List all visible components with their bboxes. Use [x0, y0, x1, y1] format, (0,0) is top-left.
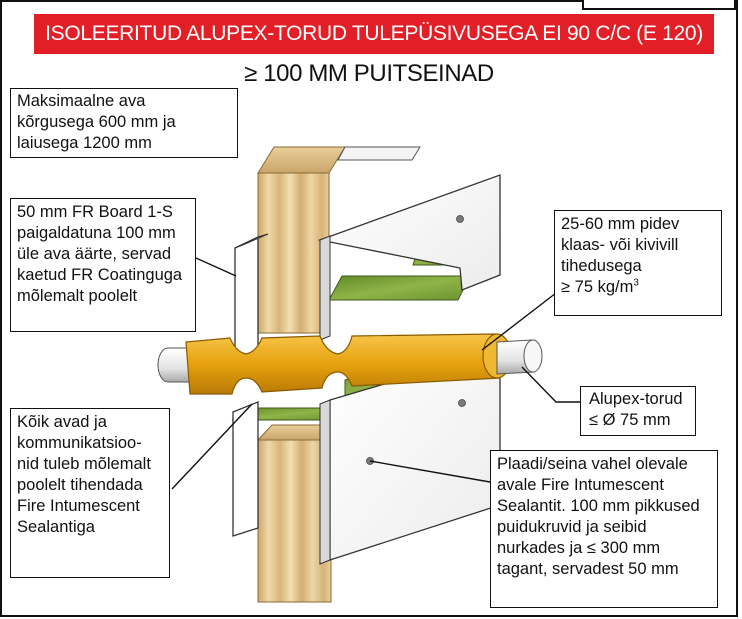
density-exponent: 3 — [633, 277, 639, 289]
callout-line: Sealantiga — [17, 518, 95, 536]
callout-line: tihedusega — [561, 257, 642, 275]
callout-pipes: Alupex-torud ≤ Ø 75 mm — [580, 386, 696, 436]
upper-back-board-top — [337, 146, 421, 161]
callout-line: poolelt tihendada — [17, 476, 143, 494]
upper-wood-top — [257, 146, 346, 174]
density-value: ≥ 75 kg/m — [561, 278, 634, 296]
screw-lower-right — [458, 399, 466, 407]
callout-line: kaetud FR Coatinguga — [17, 266, 183, 284]
callout-line: mõlemalt poolelt — [17, 287, 138, 305]
callout-line: laiusega 1200 mm — [17, 134, 152, 152]
callout-line: nurkades ja ≤ 300 mm — [497, 539, 661, 557]
upper-front-board-edge — [319, 235, 331, 341]
callout-fr-board: 50 mm FR Board 1-S paigaldatuna 100 mm ü… — [10, 198, 196, 332]
upper-left-board — [234, 235, 259, 369]
callout-line: kommunikatsioo- — [17, 434, 142, 452]
lower-front-board-edge — [319, 399, 331, 565]
callout-line: Kõik avad ja — [17, 413, 107, 431]
section-heading: ≥ 100 MM PUITSEINAD — [244, 60, 494, 87]
callout-density-line: ≥ 75 kg/m3 — [561, 277, 715, 298]
title-text: ISOLEERITUD ALUPEX-TORUD TULEPÜSIVUSEGA … — [45, 22, 703, 45]
callout-line: Fire Intumescent — [17, 497, 140, 515]
leader-fr-board — [195, 257, 237, 277]
callout-line: klaas- või kivivill — [561, 236, 679, 254]
leader-all-openings — [171, 403, 253, 490]
upper-front-board — [317, 174, 501, 291]
callout-line: ≤ Ø 75 mm — [589, 411, 671, 429]
callout-sealant-gap: Plaadi/seina vahel olevale avale Fire In… — [490, 450, 718, 608]
callout-line: puidukruvid ja seibid — [497, 518, 647, 536]
pipe-core-end — [523, 339, 543, 373]
callout-line: 25-60 mm pidev — [561, 215, 680, 233]
title-bar: ISOLEERITUD ALUPEX-TORUD TULEPÜSIVUSEGA … — [34, 14, 714, 54]
callout-line: nid tuleb mõlemalt — [17, 455, 151, 473]
callout-mineral-wool: 25-60 mm pidev klaas- või kivivill tihed… — [554, 210, 722, 316]
screw-upper — [456, 215, 464, 223]
callout-line: üle ava äärte, servad — [17, 245, 172, 263]
callout-line: kõrgusega 600 mm ja — [17, 113, 176, 131]
upper-mineral-wool — [328, 275, 471, 301]
upper-wood-front — [257, 172, 330, 334]
callout-line: Sealantit. 100 mm pikkused — [497, 497, 700, 515]
callout-line: 50 mm FR Board 1-S — [17, 203, 173, 221]
lower-wood-front — [257, 439, 332, 603]
top-tab — [582, 0, 736, 10]
leader-mineral-wool — [481, 292, 557, 351]
callout-line: avale Fire Intumescent — [497, 476, 664, 494]
lower-left-board — [232, 401, 259, 537]
leader-sealant-gap — [369, 460, 491, 483]
leader-pipes — [521, 366, 580, 403]
callout-line: Plaadi/seina vahel olevale — [497, 455, 688, 473]
upper-left-board-top — [234, 233, 269, 249]
callout-all-openings: Kõik avad ja kommunikatsioo- nid tuleb m… — [10, 408, 170, 578]
callout-line: Alupex-torud — [589, 390, 683, 408]
callout-max-opening: Maksimaalne ava kõrgusega 600 mm ja laiu… — [10, 88, 238, 158]
callout-line: Maksimaalne ava — [17, 92, 146, 110]
callout-line: tagant, servadest 50 mm — [497, 560, 679, 578]
callout-line: paigaldatuna 100 mm — [17, 224, 176, 242]
pipe-core-left — [157, 347, 191, 383]
